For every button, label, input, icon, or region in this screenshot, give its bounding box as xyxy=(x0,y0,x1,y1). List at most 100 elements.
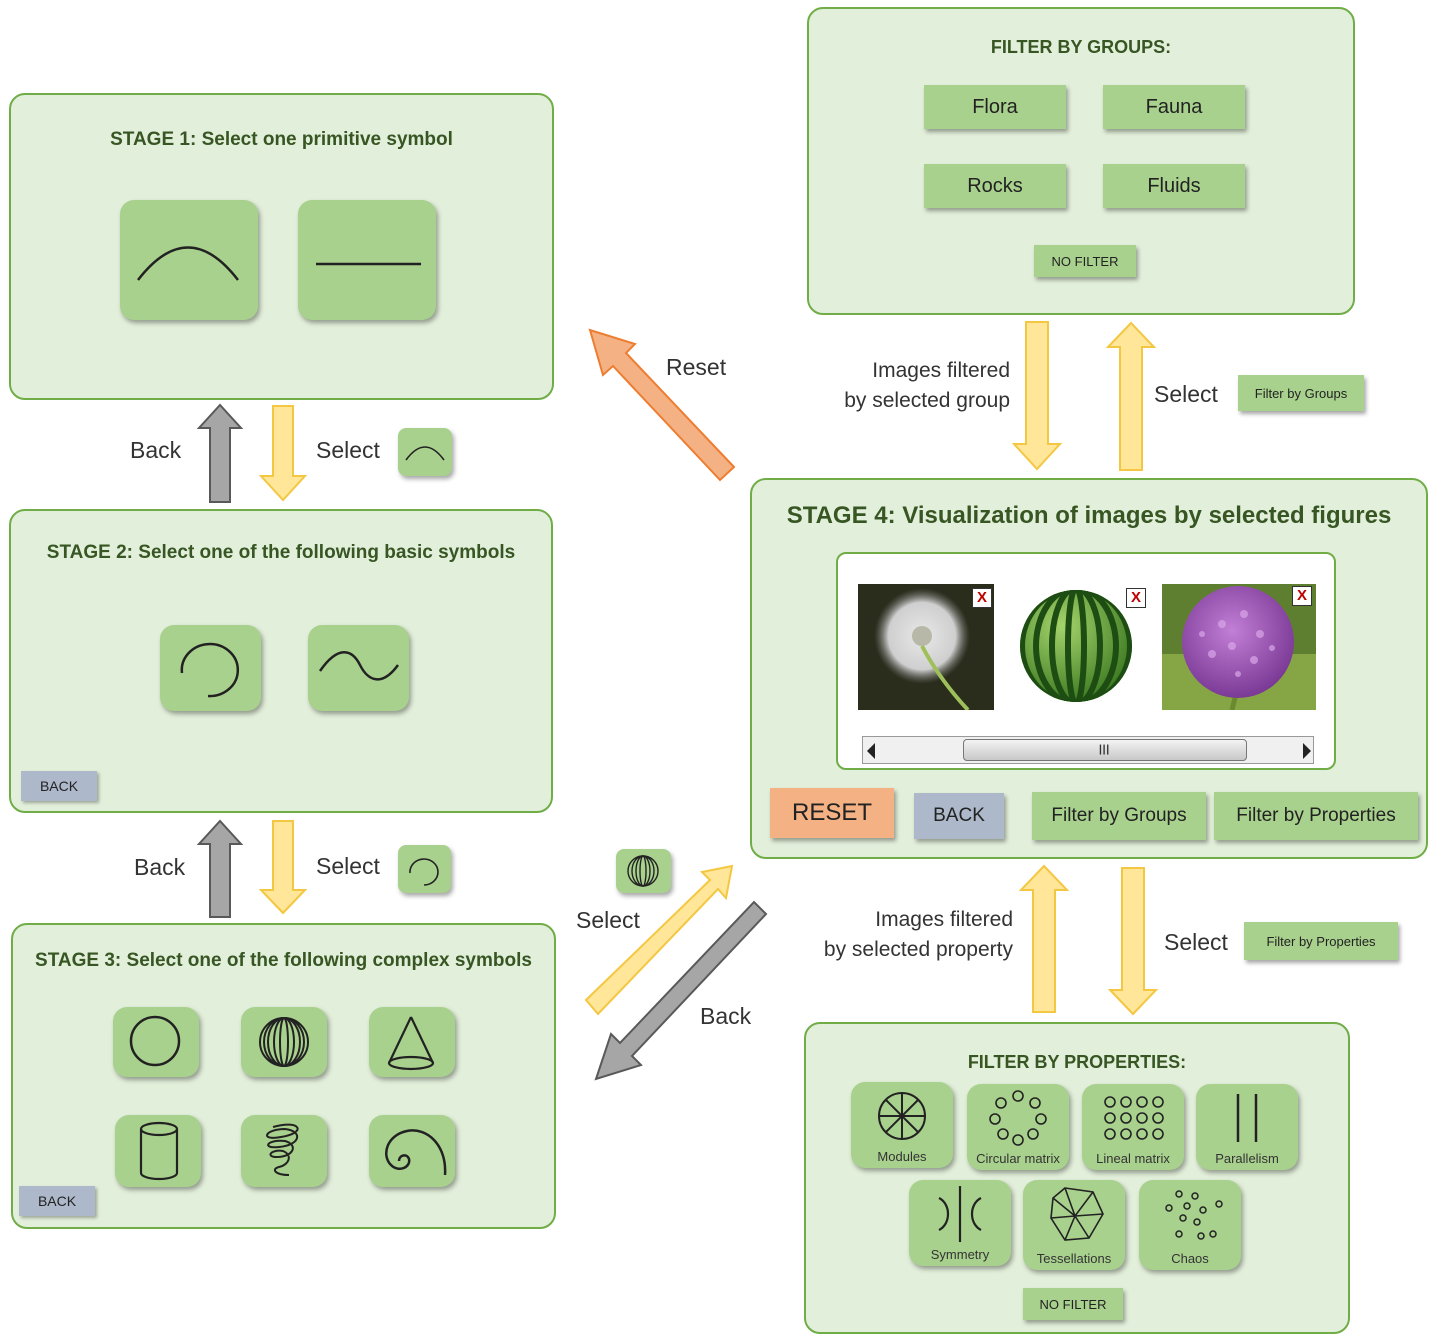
property-circular-matrix-label: Circular matrix xyxy=(976,1151,1060,1166)
scroll-right-icon xyxy=(1303,743,1311,759)
scrollbar-graphics xyxy=(867,743,1311,759)
primitive-arc-button[interactable] xyxy=(120,200,258,320)
stage4-title: STAGE 4: Visualization of images by sele… xyxy=(786,502,1392,529)
property-tessellations-label: Tessellations xyxy=(1036,1251,1112,1266)
image-gallery: X X xyxy=(836,552,1336,770)
spring-spiral-icon xyxy=(266,1123,299,1176)
parallelism-icon xyxy=(1236,1094,1258,1142)
back-arrow-stage2-to-stage1 xyxy=(196,403,244,503)
select-label-stage1: Select xyxy=(316,437,380,463)
circular-matrix-icon xyxy=(989,1090,1047,1146)
back-label-stage1: Back xyxy=(130,437,182,463)
groups-no-filter-button[interactable]: NO FILTER xyxy=(1034,245,1136,277)
allium-picture xyxy=(1162,584,1316,710)
group-flora-button[interactable]: Flora xyxy=(924,85,1066,129)
complex-cylinder-button[interactable] xyxy=(115,1115,201,1187)
selected-arc-chip xyxy=(398,428,452,476)
complex-sphere-button[interactable] xyxy=(241,1007,327,1077)
group-rocks-button[interactable]: Rocks xyxy=(924,164,1066,208)
modules-icon xyxy=(878,1092,926,1140)
reset-arrow-stage4-to-stage1 xyxy=(588,328,736,482)
back-label-stage2: Back xyxy=(134,854,186,880)
wave-icon xyxy=(318,651,400,681)
complex-spiral-button[interactable] xyxy=(369,1115,455,1187)
gallery-scrollbar[interactable] xyxy=(862,736,1314,764)
cone-icon xyxy=(387,1016,435,1071)
sphere-icon xyxy=(259,1017,309,1067)
stage1-title: STAGE 1: Select one primitive symbol xyxy=(110,129,453,150)
property-symmetry-label: Symmetry xyxy=(930,1247,990,1262)
stage3-title: STAGE 3: Select one of the following com… xyxy=(35,950,532,971)
selected-open-circle-chip xyxy=(398,845,451,893)
images-filtered-by-property-line2: by selected property xyxy=(823,938,1013,961)
images-filtered-arrow-groups-to-stage4 xyxy=(1011,321,1063,471)
select-arrow-stage2-to-stage3 xyxy=(258,820,308,915)
tessellations-icon xyxy=(1050,1187,1104,1241)
select-label-groups: Select xyxy=(1154,381,1218,407)
filter-by-properties-chip: Filter by Properties xyxy=(1244,922,1398,960)
group-fauna-button[interactable]: Fauna xyxy=(1103,85,1245,129)
remove-allium-button[interactable]: X xyxy=(1292,586,1312,606)
filter-by-groups-chip: Filter by Groups xyxy=(1238,375,1364,411)
select-label-stage3: Select xyxy=(576,907,640,933)
allium-flower-image[interactable]: X xyxy=(1162,584,1316,710)
lineal-matrix-icon xyxy=(1104,1096,1164,1140)
images-filtered-by-property-label: Images filtered by selected property xyxy=(800,905,1013,965)
groups-title: FILTER BY GROUPS: xyxy=(990,37,1172,57)
circle-icon xyxy=(129,1015,181,1067)
select-label-properties: Select xyxy=(1164,929,1228,955)
stage4-back-button[interactable]: BACK xyxy=(914,793,1004,839)
back-arrow-stage3-to-stage2 xyxy=(196,819,244,918)
properties-panel: FILTER BY PROPERTIES: Modules Circular m… xyxy=(804,1022,1350,1334)
stage4-panel: STAGE 4: Visualization of images by sele… xyxy=(750,478,1428,859)
arc-icon xyxy=(405,446,445,461)
property-symmetry-button[interactable]: Symmetry xyxy=(909,1180,1011,1266)
property-parallelism-button[interactable]: Parallelism xyxy=(1196,1084,1298,1170)
complex-cone-button[interactable] xyxy=(369,1007,455,1077)
spiral-icon xyxy=(385,1129,447,1176)
property-lineal-matrix-label: Lineal matrix xyxy=(1096,1151,1170,1166)
reset-label: Reset xyxy=(666,354,727,380)
property-modules-button[interactable]: Modules xyxy=(851,1082,953,1168)
open-circle-icon xyxy=(180,642,240,698)
filter-by-groups-button[interactable]: Filter by Groups xyxy=(1032,792,1206,840)
dandelion-picture xyxy=(858,584,994,710)
scroll-left-icon xyxy=(867,743,875,759)
complex-spiral-spring-button[interactable] xyxy=(241,1115,327,1187)
remove-dandelion-button[interactable]: X xyxy=(972,588,992,608)
property-tessellations-button[interactable]: Tessellations xyxy=(1023,1180,1125,1270)
select-label-stage2: Select xyxy=(316,853,380,879)
basic-open-circle-button[interactable] xyxy=(160,625,261,711)
property-chaos-button[interactable]: Chaos xyxy=(1139,1180,1241,1270)
filter-by-properties-button[interactable]: Filter by Properties xyxy=(1214,792,1418,840)
stage2-title: STAGE 2: Select one of the following bas… xyxy=(46,542,516,563)
symmetry-icon xyxy=(938,1186,982,1242)
sphere-icon xyxy=(627,855,659,887)
images-filtered-by-property-line1: Images filtered xyxy=(875,908,1013,931)
grip-icon xyxy=(1099,744,1109,755)
select-arrow-stage3-to-stage4 xyxy=(584,864,734,1016)
stage1-panel: STAGE 1: Select one primitive symbol xyxy=(9,93,554,400)
properties-no-filter-button[interactable]: NO FILTER xyxy=(1023,1288,1123,1320)
remove-watermelon-button[interactable]: X xyxy=(1126,588,1146,608)
scrollbar-thumb[interactable] xyxy=(963,739,1247,761)
watermelon-image[interactable]: X xyxy=(1008,584,1148,710)
cylinder-icon xyxy=(139,1121,179,1181)
basic-wave-button[interactable] xyxy=(308,625,409,711)
stage3-panel: STAGE 3: Select one of the following com… xyxy=(11,923,556,1229)
open-circle-icon xyxy=(409,858,439,886)
dandelion-image[interactable]: X xyxy=(858,584,994,710)
straight-line-icon xyxy=(316,262,421,266)
chaos-icon xyxy=(1165,1190,1223,1240)
images-filtered-arrow-properties-to-stage4 xyxy=(1018,864,1070,1013)
select-arrow-stage4-to-properties xyxy=(1107,867,1159,1016)
group-fluids-button[interactable]: Fluids xyxy=(1103,164,1245,208)
stage2-back-button[interactable]: BACK xyxy=(21,771,97,801)
property-lineal-matrix-button[interactable]: Lineal matrix xyxy=(1082,1084,1184,1170)
property-circular-matrix-button[interactable]: Circular matrix xyxy=(967,1084,1069,1170)
stage3-back-button[interactable]: BACK xyxy=(19,1186,95,1216)
reset-button[interactable]: RESET xyxy=(770,788,894,838)
primitive-line-button[interactable] xyxy=(298,200,436,320)
complex-circle-button[interactable] xyxy=(113,1007,199,1077)
